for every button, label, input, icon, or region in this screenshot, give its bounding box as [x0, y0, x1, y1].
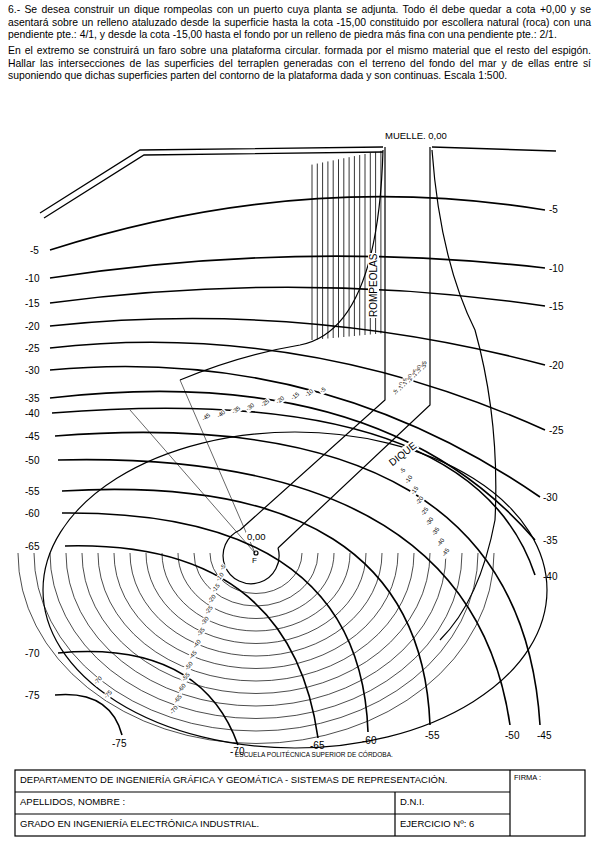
contour-label: -75 — [112, 738, 126, 749]
contour-label: -65 — [310, 740, 324, 751]
slope-hatch — [322, 162, 323, 339]
contour-label: MUELLE. 0,00 — [384, 131, 448, 141]
contour-label: -45 — [25, 431, 39, 442]
contour-label: -50 — [183, 660, 195, 672]
problem-statement: 6.- Se desea construir un dique rompeola… — [8, 4, 591, 42]
contour-label: -35 — [230, 404, 242, 416]
slope-hatch — [333, 160, 334, 338]
contour-arc — [66, 553, 446, 706]
contour-label: -30 — [424, 515, 436, 528]
slope-hatch — [354, 156, 355, 336]
contour-arc — [194, 553, 318, 606]
contour-label: -20 — [274, 394, 286, 406]
title-block-text: EJERCICIO Nº: 6 — [400, 819, 474, 829]
contour-label: -5 — [549, 204, 558, 215]
contour-label: -30 — [543, 492, 557, 503]
title-block-text: FIRMA : — [514, 774, 541, 782]
contour-arc — [210, 553, 302, 594]
contour-label: -55 — [25, 486, 39, 497]
problem-statement: En el extremo se construirá un faro sobr… — [8, 45, 591, 83]
contour-label: -55 — [180, 671, 192, 683]
title-block-text: ESCUELA POLITÉCNICA SUPERIOR DE CÓRDOBA. — [235, 751, 393, 758]
slope-hatch — [365, 154, 366, 335]
slope-hatch — [338, 159, 339, 337]
title-block-text: DEPARTAMENTO DE INGENIERÍA GRÁFICA Y GEO… — [20, 775, 447, 785]
contour-arc — [18, 553, 494, 744]
contour-label: -35 — [420, 359, 428, 371]
contour-label: -15 — [549, 301, 563, 312]
contour-label: -45 — [200, 411, 212, 423]
contour-arc — [162, 553, 350, 631]
slope-hatch — [359, 155, 360, 335]
contour-label: -60 — [25, 508, 39, 519]
contour-label: -75 — [25, 690, 39, 701]
contour-label: -70 — [168, 704, 180, 716]
contour-label: -20 — [25, 321, 39, 332]
contour-label: F — [252, 557, 257, 566]
contour-label: 0,00 — [246, 532, 267, 542]
contour-arc — [178, 553, 334, 619]
contour-arc — [34, 553, 478, 731]
slope-hatch — [343, 158, 344, 337]
slope-hatch — [327, 161, 328, 338]
slope-hatch — [317, 164, 318, 340]
contour-label: -70 — [25, 648, 39, 659]
contour-label: -45 — [537, 730, 551, 741]
contour-label: -10 — [549, 263, 563, 274]
contour-label: -60 — [362, 735, 376, 746]
contour-arc — [50, 553, 462, 719]
contour-label: -55 — [425, 730, 439, 741]
contour-label: -5 — [30, 245, 39, 256]
title-block-text: GRADO EN INGENIERÍA ELECTRÓNICA INDUSTRI… — [20, 819, 259, 829]
contour-label: -20 — [414, 494, 426, 507]
contour-label: -50 — [25, 455, 39, 466]
slope-hatch — [312, 165, 313, 340]
contour-label: -45 — [440, 546, 452, 559]
contour-label: -35 — [430, 526, 442, 539]
contour-label: -25 — [25, 343, 39, 354]
contour-label: -15 — [289, 390, 301, 402]
title-block-text: APELLIDOS, NOMBRE : — [20, 797, 125, 807]
contour-label: -30 — [244, 401, 256, 413]
contour-label: -15 — [25, 298, 39, 309]
contour-label: -40 — [25, 408, 39, 419]
contour-label: -65 — [25, 541, 39, 552]
contour-label: -35 — [25, 393, 39, 404]
contour-label: -5 — [398, 466, 408, 476]
contour-label: -25 — [549, 425, 563, 436]
contour-arc — [114, 553, 398, 669]
contour-label: -10 — [403, 474, 415, 487]
contour-label: -30 — [25, 365, 39, 376]
title-block-text: D.N.I. — [400, 797, 424, 807]
contour-label: ROMPEOLAS — [368, 253, 379, 318]
contour-label: -35 — [543, 535, 557, 546]
contour-label: -50 — [505, 730, 519, 741]
contour-label: -40 — [543, 571, 557, 582]
contour-label: -20 — [549, 360, 563, 371]
contour-arc — [130, 553, 382, 656]
contour-label: -10 — [25, 273, 39, 284]
contour-label: -35 — [195, 626, 207, 638]
contour-arc — [82, 553, 430, 694]
contour-arc — [146, 553, 366, 644]
